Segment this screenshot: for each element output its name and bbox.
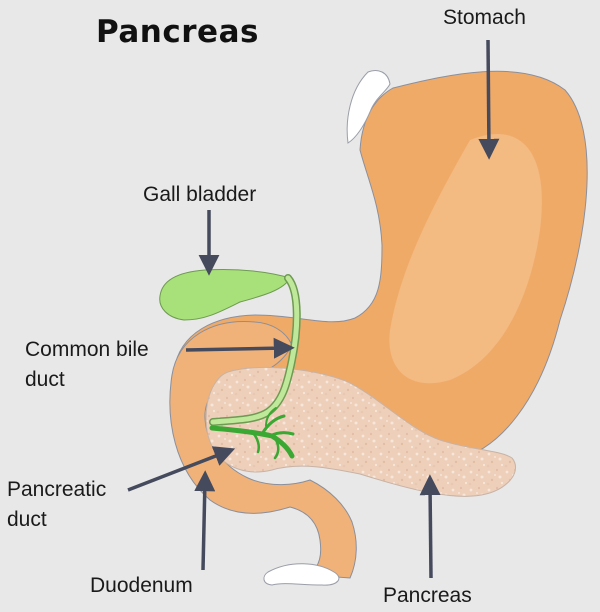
common-bile-duct-arrow <box>185 337 295 359</box>
pancreas-arrow <box>419 474 441 579</box>
pancreatic-duct-label-line1: Pancreatic <box>7 478 107 501</box>
pancreas-label: Pancreas <box>383 584 472 607</box>
common-bile-duct-label-line1: Common bile <box>25 338 149 361</box>
pancreatic-duct-arrow <box>127 446 236 492</box>
stomach-label: Stomach <box>443 6 526 29</box>
common-bile-duct-inner <box>210 275 300 425</box>
gall-bladder-shape <box>159 268 291 321</box>
duodenum-end-shape <box>263 563 340 586</box>
esophagus-shape <box>346 70 391 144</box>
label-arrows <box>127 39 500 579</box>
duodenum-label: Duodenum <box>90 574 193 597</box>
pancreatic-duct-shape <box>209 407 295 460</box>
common-bile-duct-label-line2: duct <box>25 368 65 391</box>
stomach-highlight <box>389 134 542 384</box>
pancreatic-duct-label-line2: duct <box>7 508 47 531</box>
duodenum-arrow <box>194 470 216 571</box>
stomach-arrow <box>478 39 500 160</box>
diagram-title: Pancreas <box>96 14 259 50</box>
gall-bladder-label: Gall bladder <box>143 183 257 206</box>
